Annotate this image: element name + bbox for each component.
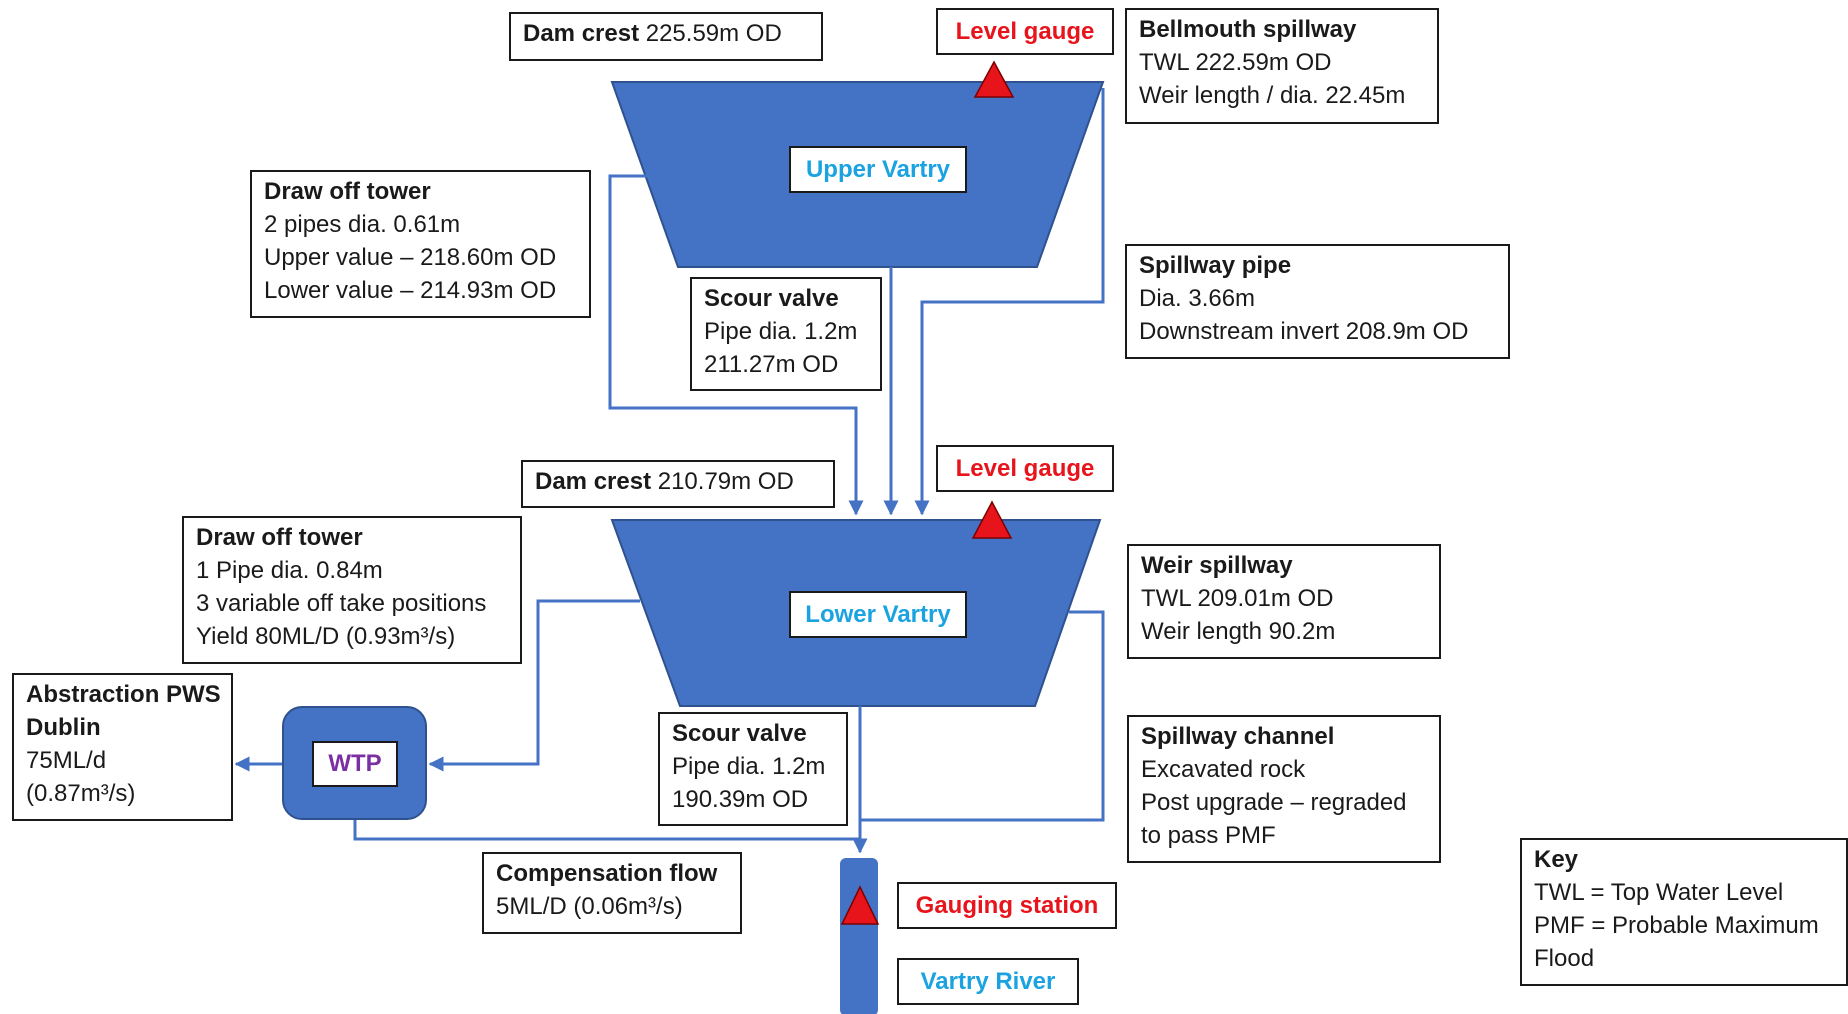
abstraction-title-2: Dublin [26,714,101,741]
upper-scour-title: Scour valve [704,285,839,312]
compensation-flow-pipe [353,820,860,841]
lower-level-gauge-label: Level gauge [936,445,1114,492]
compensation-line-1: 5ML/D (0.06m³/s) [496,893,683,920]
spillway-channel-line-3: to pass PMF [1141,822,1276,849]
lower-scour-title: Scour valve [672,720,807,747]
upper-spillway-pipe [914,88,1105,516]
upper-scour-line-1: Pipe dia. 1.2m [704,318,858,345]
vartry-river-label: Vartry River [897,958,1079,1005]
weir-spillway-line-2: Weir length 90.2m [1141,618,1336,645]
spillway-pipe-box: Spillway pipe Dia. 3.66m Downstream inve… [1125,244,1510,359]
lower-dam-crest-value: 210.79m OD [651,468,794,495]
key-line-2: PMF = Probable Maximum [1534,912,1819,939]
spillway-pipe-line-2: Downstream invert 208.9m OD [1139,318,1469,345]
weir-spillway-title: Weir spillway [1141,552,1293,579]
lower-vartry-label: Lower Vartry [789,591,967,638]
spillway-channel-box: Spillway channel Excavated rock Post upg… [1127,715,1441,863]
wtp-block [282,706,427,820]
upper-dam-crest-label: Dam crest [523,20,640,47]
compensation-flow-box: Compensation flow 5ML/D (0.06m³/s) [482,852,742,934]
spillway-channel-title: Spillway channel [1141,723,1335,750]
upper-dam-crest-value: 225.59m OD [639,20,782,47]
wtp-label: WTP [312,741,398,787]
bellmouth-spillway-weir: Weir length / dia. 22.45m [1139,82,1406,109]
compensation-title: Compensation flow [496,860,718,887]
spillway-pipe-line-1: Dia. 3.66m [1139,285,1256,312]
upper-draw-off-line-1: 2 pipes dia. 0.61m [264,211,461,238]
lower-draw-off-pipe [428,599,640,772]
lower-scour-line-2: 190.39m OD [672,786,809,813]
key-box: Key TWL = Top Water Level PMF = Probable… [1520,838,1848,986]
spillway-channel-line-2: Post upgrade – regraded [1141,789,1407,816]
bellmouth-spillway-box: Bellmouth spillway TWL 222.59m OD Weir l… [1125,8,1439,124]
gauging-station-icon [840,885,880,925]
upper-draw-off-title: Draw off tower [264,178,431,205]
key-title: Key [1534,846,1579,873]
lower-spillway-channel-line [860,610,1105,822]
weir-spillway-line-1: TWL 209.01m OD [1141,585,1334,612]
upper-scour-line-2: 211.27m OD [704,351,839,378]
weir-spillway-box: Weir spillway TWL 209.01m OD Weir length… [1127,544,1441,659]
lower-dam-crest-box: Dam crest 210.79m OD [521,460,835,508]
bellmouth-spillway-title: Bellmouth spillway [1139,16,1357,43]
spillway-pipe-title: Spillway pipe [1139,252,1292,279]
abstraction-line-2: (0.87m³/s) [26,780,136,807]
abstraction-box: Abstraction PWS Dublin 75ML/d (0.87m³/s) [12,673,233,821]
upper-level-gauge-icon [973,60,1015,98]
lower-draw-off-tower-box: Draw off tower 1 Pipe dia. 0.84m 3 varia… [182,516,522,664]
upper-draw-off-tower-box: Draw off tower 2 pipes dia. 0.61m Upper … [250,170,591,318]
upper-draw-off-pipe [608,174,864,516]
abstraction-title-1: Abstraction PWS [26,681,221,708]
upper-draw-off-line-2: Upper value – 218.60m OD [264,244,557,271]
upper-dam-crest-box: Dam crest 225.59m OD [509,12,823,61]
lower-scour-valve-box: Scour valve Pipe dia. 1.2m 190.39m OD [658,712,848,826]
gauging-station-label: Gauging station [897,882,1117,929]
key-line-3: Flood [1534,945,1595,972]
lower-level-gauge-icon [971,500,1013,539]
river-channel [840,858,878,1014]
lower-draw-off-line-1: 1 Pipe dia. 0.84m [196,557,383,584]
lower-draw-off-title: Draw off tower [196,524,363,551]
key-line-1: TWL = Top Water Level [1534,879,1784,906]
lower-draw-off-line-2: 3 variable off take positions [196,590,487,617]
bellmouth-spillway-twl: TWL 222.59m OD [1139,49,1332,76]
lower-scour-line-1: Pipe dia. 1.2m [672,753,826,780]
upper-level-gauge-label: Level gauge [936,8,1114,55]
upper-draw-off-line-3: Lower value – 214.93m OD [264,277,557,304]
lower-draw-off-line-3: Yield 80ML/D (0.93m³/s) [196,623,456,650]
abstraction-line-1: 75ML/d [26,747,107,774]
lower-dam-crest-label: Dam crest [535,468,652,495]
spillway-channel-line-1: Excavated rock [1141,756,1306,783]
upper-scour-valve-box: Scour valve Pipe dia. 1.2m 211.27m OD [690,277,882,391]
upper-vartry-label: Upper Vartry [789,146,967,193]
